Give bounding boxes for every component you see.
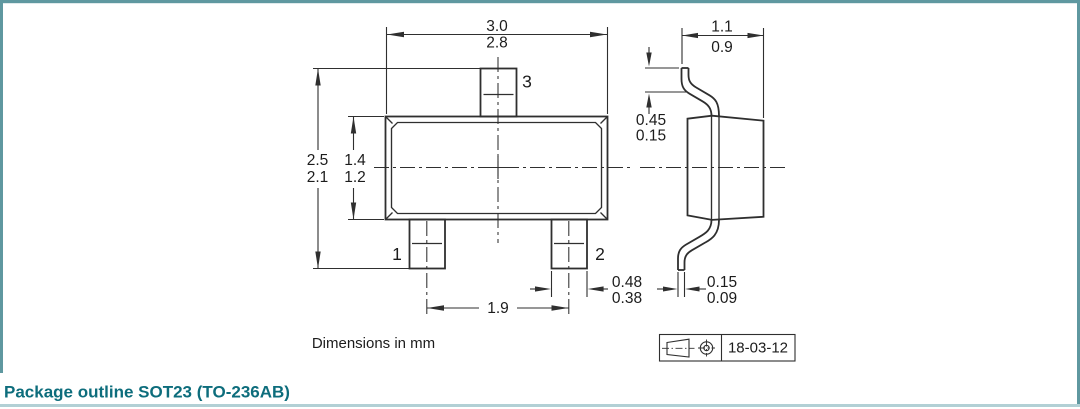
dim-body-height: 1.4 1.2	[344, 115, 384, 221]
bottom-lead-outer-edge	[677, 219, 713, 270]
dim-pin-pitch-label: 1.9	[487, 300, 509, 317]
dim-body-height-max-label: 1.4	[344, 152, 366, 169]
dim-pin-width-max-label: 0.48	[612, 274, 642, 291]
dim-lead-thickness-max-label: 0.15	[707, 274, 737, 291]
arrowhead	[315, 251, 321, 269]
top-lead-outer-edge	[680, 68, 713, 117]
dim-body-width-min-label: 2.8	[486, 35, 508, 52]
body-inner-outline	[390, 121, 603, 215]
dim-lead-height-min-label: 0.15	[636, 128, 666, 145]
dim-pin-width: 0.48 0.38	[530, 271, 642, 307]
dim-overall-height-min-label: 2.1	[307, 169, 329, 186]
arrowhead	[535, 286, 551, 292]
arrowhead	[587, 286, 604, 292]
dim-side-width-min-label: 0.9	[711, 39, 733, 56]
dim-body-height-min-label: 1.2	[344, 169, 366, 186]
dim-lead-thickness-min-label: 0.09	[707, 290, 737, 307]
cone-side-view-icon	[666, 338, 690, 358]
arrowhead	[350, 116, 357, 134]
dim-side-width-max-label: 1.1	[711, 19, 733, 36]
page-border-bottom	[0, 404, 1080, 407]
page-border-right	[1077, 0, 1080, 407]
arrowhead	[682, 32, 698, 39]
arrowhead	[551, 305, 569, 311]
arrowhead	[387, 31, 404, 38]
body-corner-bevels	[385, 116, 608, 220]
dim-overall-height-max-label: 2.5	[307, 152, 329, 169]
pin-2-label: 2	[595, 244, 605, 264]
dim-body-width-max-label: 3.0	[486, 18, 508, 35]
page-title: Package outline SOT23 (TO-236AB)	[4, 383, 290, 402]
arrowhead	[646, 93, 652, 108]
bottom-lead-inner-edge	[683, 219, 720, 270]
page-border-top	[0, 0, 1080, 4]
dim-pin-pitch: 1.9	[427, 300, 569, 317]
pin-3-label: 3	[522, 72, 532, 92]
arrowhead	[685, 286, 700, 292]
side-view-leads	[677, 67, 720, 271]
arrowhead	[315, 68, 321, 86]
dim-overall-height: 2.5 2.1	[307, 67, 480, 270]
pin-1-label: 1	[392, 244, 402, 264]
dim-lead-height: 0.45 0.15	[636, 47, 686, 145]
arrowhead	[427, 305, 444, 311]
arrowhead	[350, 202, 357, 220]
arrowhead	[590, 31, 607, 38]
page-border-left	[0, 0, 3, 373]
dim-pin-width-min-label: 0.38	[612, 290, 642, 307]
dim-lead-thickness: 0.15 0.09	[657, 272, 737, 307]
dim-side-width: 1.1 0.9	[681, 19, 765, 118]
dim-lead-height-max-label: 0.45	[636, 112, 666, 129]
projection-symbol-box: 18-03-12	[658, 333, 796, 362]
date-label: 18-03-12	[728, 340, 788, 357]
first-angle-projection-icon	[662, 338, 715, 358]
box-outline	[658, 333, 796, 362]
top-lead-inner-edge	[687, 68, 720, 117]
dim-body-width: 3.0 2.8	[385, 18, 609, 114]
arrowhead	[663, 286, 678, 292]
top-view-centerlines	[374, 57, 634, 314]
arrowhead	[747, 32, 764, 39]
arrowhead	[646, 52, 652, 67]
dimensions-note: Dimensions in mm	[312, 335, 435, 352]
